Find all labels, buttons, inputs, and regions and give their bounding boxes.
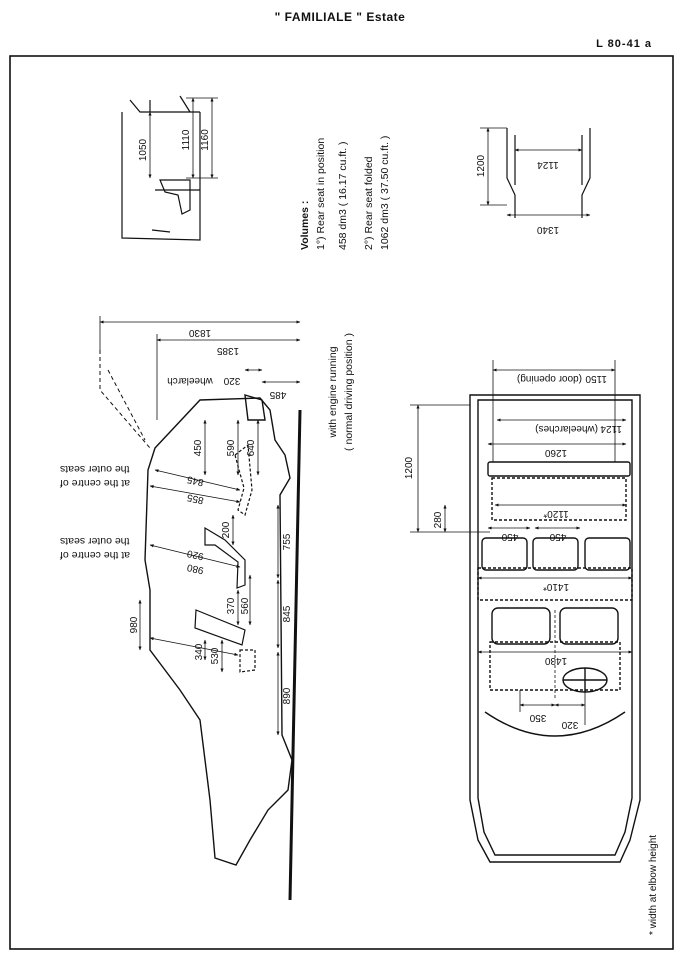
footnote-elbow: * width at elbow height	[648, 835, 659, 935]
dim-340: 340	[194, 643, 205, 660]
dim-530: 530	[210, 647, 221, 664]
wheelarches-label: (wheelarches)	[535, 423, 598, 434]
dim-1150: 1150	[585, 373, 607, 384]
dim-1050: 1050	[138, 138, 149, 161]
dim-280: 280	[433, 511, 444, 528]
dim-590: 590	[226, 439, 237, 456]
dim-450-side: 450	[193, 439, 204, 456]
dim-350: 350	[529, 712, 546, 723]
dim-1410: 1410*	[543, 581, 569, 592]
side-tailgate	[99, 350, 151, 449]
side-view-body	[144, 394, 293, 866]
reference-number: L 80-41 a	[596, 38, 652, 50]
engine-note-2: ( normal driving position )	[343, 333, 355, 451]
volumes-block: Volumes : 1°) Rear seat in position	[299, 138, 327, 250]
door-opening-label: (door opening)	[517, 373, 582, 384]
top-view-body	[469, 394, 641, 863]
dim-980-a: 980	[186, 561, 205, 575]
rear-opening-drawing	[506, 128, 591, 218]
dim-1385: 1385	[216, 345, 239, 356]
dim-1124-rear: 1124	[537, 159, 559, 170]
dim-560: 560	[240, 597, 251, 614]
outer-seats-note-1a: at the centre of	[60, 477, 130, 489]
rear-opening-dims	[480, 127, 591, 217]
dim-485: 485	[269, 389, 286, 400]
dim-845-a: 845	[186, 473, 205, 487]
volumes-line-4: 1062 dm3 ( 37.50 cu.ft. )	[379, 136, 391, 250]
dim-1160: 1160	[200, 129, 211, 151]
top-view-dims	[410, 360, 633, 725]
dim-1200-rear: 1200	[476, 154, 487, 177]
page-title: " FAMILIALE " Estate	[274, 10, 406, 24]
dim-980-b: 980	[129, 616, 140, 633]
dim-320-side: 320	[223, 375, 240, 386]
outer-seats-note-2b: the outer seats	[60, 535, 129, 547]
dim-1830: 1830	[188, 327, 211, 338]
dim-920: 920	[186, 547, 205, 561]
dim-200: 200	[221, 521, 232, 538]
dim-1200-top: 1200	[404, 456, 415, 479]
dim-1260: 1260	[544, 447, 567, 458]
side-dims	[99, 316, 301, 736]
dim-845-b: 845	[282, 605, 293, 622]
dim-1340-rear: 1340	[536, 224, 559, 235]
wheelarch-label: wheelarch	[167, 375, 214, 386]
side-floor-line	[288, 409, 302, 901]
dim-890: 890	[282, 687, 293, 704]
volumes-line-1: 1°) Rear seat in position	[315, 138, 327, 250]
engine-note-1: with engine running	[327, 346, 339, 438]
dim-1120: 1120*	[543, 508, 569, 519]
dim-450-top-b: 450	[549, 531, 566, 542]
outer-seats-note-1b: the outer seats	[60, 463, 129, 475]
dim-755: 755	[282, 533, 293, 550]
page-frame	[9, 55, 674, 950]
dim-855: 855	[186, 491, 205, 505]
dim-320-top: 320	[561, 719, 578, 730]
dim-1124-top: 1124	[600, 423, 622, 434]
dim-1110: 1110	[181, 129, 192, 150]
dim-450-top-a: 450	[501, 531, 518, 542]
volumes-line-2: 458 dm3 ( 16.17 cu.ft. )	[337, 141, 349, 250]
dim-1430: 1430	[544, 655, 567, 666]
volumes-heading: Volumes :	[299, 201, 311, 250]
rear-section-drawing	[121, 95, 201, 241]
dim-640: 640	[246, 439, 257, 456]
volumes-line-3: 2°) Rear seat folded	[363, 156, 375, 250]
outer-seats-note-2a: at the centre of	[60, 549, 130, 561]
rear-section-dims	[148, 97, 218, 179]
dim-370: 370	[226, 597, 237, 614]
